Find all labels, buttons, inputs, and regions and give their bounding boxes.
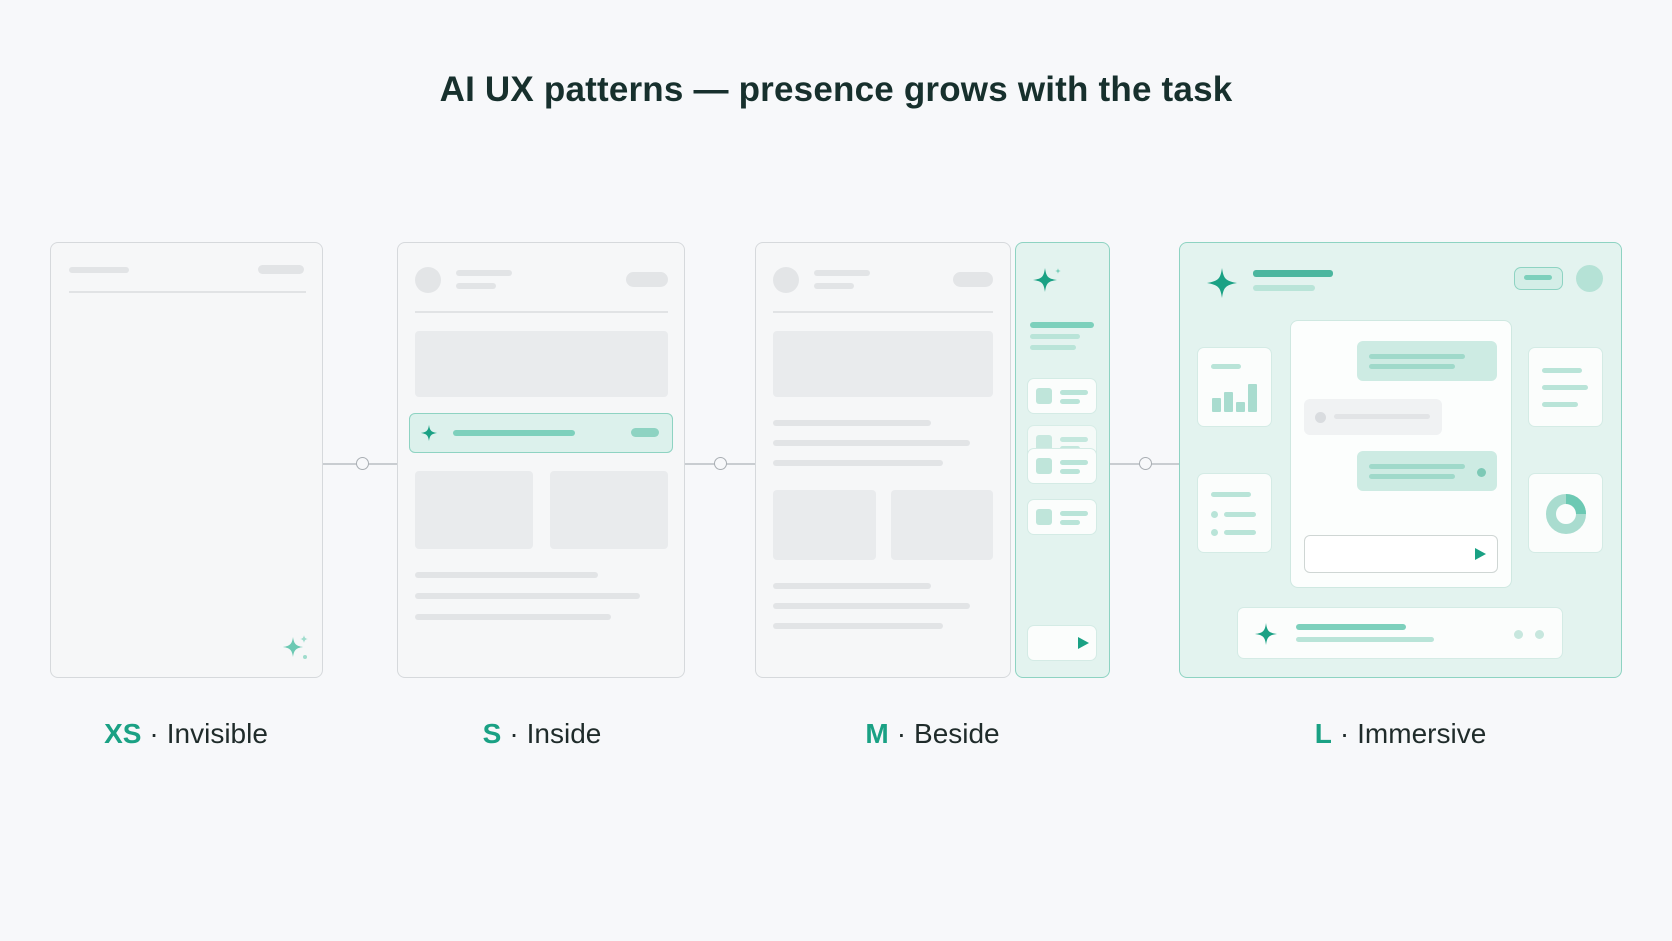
sparkle-icon xyxy=(1255,623,1277,645)
m-hero-block xyxy=(773,331,993,397)
pattern-label-s: S·Inside xyxy=(482,718,602,749)
m-text-line-4 xyxy=(773,583,931,589)
m-wireframe xyxy=(755,242,1011,678)
send-icon[interactable] xyxy=(1076,636,1090,650)
m-panel-suggestion-1[interactable] xyxy=(1027,378,1097,414)
pattern-label-l: L·Immersive xyxy=(1314,718,1487,749)
m-panel-suggestion-3[interactable] xyxy=(1027,448,1097,484)
m-panel-suggestion-4[interactable] xyxy=(1027,499,1097,535)
s-header-title-bar xyxy=(456,270,512,276)
l-ai-bar-subtext xyxy=(1296,637,1434,642)
avatar xyxy=(773,267,799,293)
l-widget-chart[interactable] xyxy=(1197,347,1272,427)
m-text-line-1 xyxy=(773,420,931,426)
l-ai-bar-text xyxy=(1296,624,1406,630)
m-panel-title-bar xyxy=(1030,322,1094,328)
m-header-title-bar xyxy=(814,270,870,276)
connector-node-1 xyxy=(356,457,369,470)
m-panel-sub-bar-1 xyxy=(1030,334,1080,339)
s-divider xyxy=(415,311,668,313)
chat-message-ai-1 xyxy=(1357,341,1497,381)
s-header-sub-bar xyxy=(456,283,496,289)
s-inline-ai-text-bar xyxy=(453,430,575,436)
m-ai-side-panel[interactable] xyxy=(1015,242,1110,678)
xs-header-pill xyxy=(258,265,304,274)
xs-divider xyxy=(69,291,306,293)
bar-chart-icon xyxy=(1212,384,1257,412)
l-header-pill[interactable] xyxy=(1514,267,1563,290)
m-card-right xyxy=(891,490,993,560)
pattern-label-m: M·Beside xyxy=(865,718,1000,749)
m-divider xyxy=(773,311,993,313)
m-text-line-3 xyxy=(773,460,943,466)
s-text-line-1 xyxy=(415,572,598,578)
s-inline-ai-action-pill xyxy=(631,428,659,437)
chat-message-user xyxy=(1304,399,1442,435)
chat-message-ai-2 xyxy=(1357,451,1497,491)
s-text-line-2 xyxy=(415,593,640,599)
l-widget-list[interactable] xyxy=(1197,473,1272,553)
m-header-pill xyxy=(953,272,993,287)
s-card-right xyxy=(550,471,668,549)
sparkle-icon xyxy=(420,424,438,442)
m-text-line-2 xyxy=(773,440,970,446)
xs-header-bar xyxy=(69,267,129,273)
s-header-pill xyxy=(626,272,668,287)
sparkle-icon xyxy=(1207,268,1237,298)
avatar[interactable] xyxy=(1576,265,1603,292)
s-inline-ai-bar[interactable] xyxy=(409,413,673,453)
sparkle-icon xyxy=(283,635,308,659)
m-text-line-5 xyxy=(773,603,970,609)
pattern-label-xs: XS·Invisible xyxy=(104,718,268,749)
l-ai-command-bar[interactable] xyxy=(1237,607,1563,659)
s-hero-block xyxy=(415,331,668,397)
l-widget-pie[interactable] xyxy=(1528,473,1603,553)
pie-chart-icon xyxy=(1546,494,1586,534)
l-header-sub-bar xyxy=(1253,285,1315,291)
send-icon[interactable] xyxy=(1473,547,1487,561)
s-wireframe xyxy=(397,242,685,678)
avatar xyxy=(415,267,441,293)
l-chat-panel xyxy=(1290,320,1512,588)
xs-wireframe xyxy=(50,242,323,678)
l-header-title-bar xyxy=(1253,270,1333,277)
m-card-left xyxy=(773,490,876,560)
l-widget-text[interactable] xyxy=(1528,347,1603,427)
s-text-line-3 xyxy=(415,614,611,620)
m-panel-chat-input[interactable] xyxy=(1027,625,1097,661)
s-card-left xyxy=(415,471,533,549)
connector-node-2 xyxy=(714,457,727,470)
l-immersive-workspace xyxy=(1179,242,1622,678)
connector-node-3 xyxy=(1139,457,1152,470)
chat-input[interactable] xyxy=(1304,535,1498,573)
page-title: AI UX patterns — presence grows with the… xyxy=(439,70,1233,109)
sparkle-icon xyxy=(1033,268,1061,292)
m-header-sub-bar xyxy=(814,283,854,289)
m-panel-sub-bar-2 xyxy=(1030,345,1076,350)
m-text-line-6 xyxy=(773,623,943,629)
